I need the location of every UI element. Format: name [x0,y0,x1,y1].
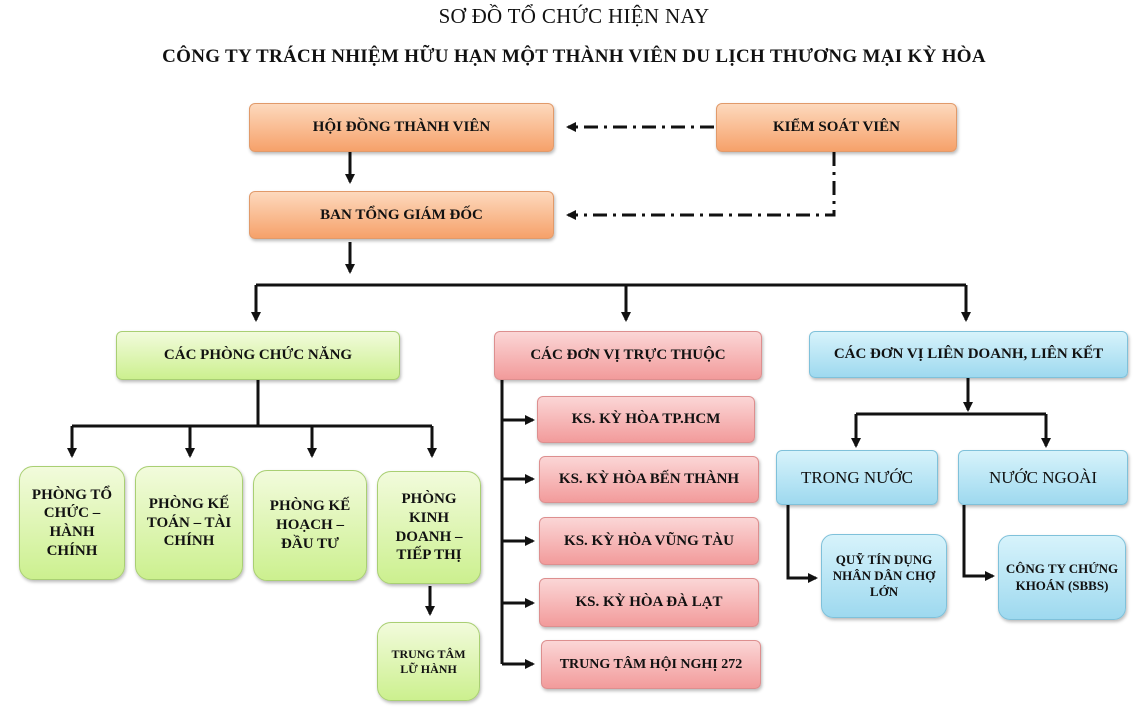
box-trong-nuoc: TRONG NƯỚC [776,450,938,505]
box-ks-ky-hoa-tphcm: KS. KỲ HÒA TP.HCM [537,396,755,443]
box-ks-ky-hoa-ben-thanh: KS. KỲ HÒA BẾN THÀNH [539,456,759,503]
box-quy-tin-dung-nhan-dan-cho-lon: QUỸ TÍN DỤNG NHÂN DÂN CHỢ LỚN [821,534,947,618]
box-phong-ke-hoach-dau-tu: PHÒNG KẾ HOẠCH –ĐẦU TƯ [253,470,367,581]
box-cong-ty-chung-khoan-sbbs: CÔNG TY CHỨNG KHOÁN (SBBS) [998,535,1126,620]
box-ks-ky-hoa-da-lat: KS. KỲ HÒA ĐÀ LẠT [539,578,759,627]
control-line-to-btgd [566,152,836,220]
chart-title: SƠ ĐỒ TỔ CHỨC HIỆN NAY [438,4,710,28]
box-hoi-dong-thanh-vien: HỘI ĐỒNG THÀNH VIÊN [249,103,554,152]
box-cac-phong-chuc-nang: CÁC PHÒNG CHỨC NĂNG [116,331,400,380]
box-kiem-soat-vien: KIỂM SOÁT VIÊN [716,103,957,152]
box-phong-ke-toan-tai-chinh: PHÒNG KẾ TOÁN – TÀI CHÍNH [135,466,243,580]
box-cac-don-vi-lien-doanh: CÁC ĐƠN VỊ LIÊN DOANH, LIÊN KẾT [809,331,1128,378]
arrow-to-quy-tin-dung [786,505,818,583]
box-phong-to-chuc-hanh-chinh: PHÒNG TỔ CHỨC – HÀNH CHÍNH [19,466,125,580]
box-phong-kinh-doanh-tiep-thi: PHÒNG KINH DOANH – TIẾP THỊ [377,471,481,584]
company-name: CÔNG TY TRÁCH NHIỆM HỮU HẠN MỘT THÀNH VI… [162,46,986,67]
arrow-to-cong-ty-ck [962,505,995,581]
box-cac-don-vi-truc-thuoc: CÁC ĐƠN VỊ TRỰC THUỘC [494,331,762,380]
box-nuoc-ngoai: NƯỚC NGOÀI [958,450,1128,505]
box-ban-tong-giam-doc: BAN TỔNG GIÁM ĐỐC [249,191,554,239]
box-trung-tam-lu-hanh: TRUNG TÂM LỮ HÀNH [377,622,480,701]
box-trung-tam-hoi-nghi-272: TRUNG TÂM HỘI NGHỊ 272 [541,640,761,689]
box-ks-ky-hoa-vung-tau: KS. KỲ HÒA VŨNG TÀU [539,517,759,565]
